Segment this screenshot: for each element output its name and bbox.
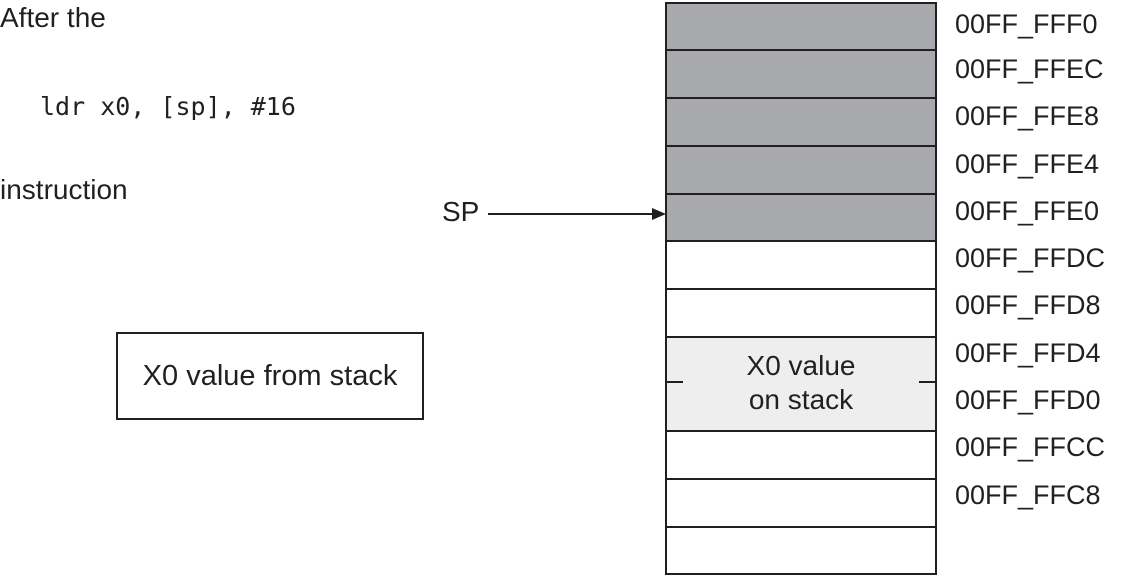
address-label: 00FF_FFE0	[955, 196, 1100, 226]
stack-cell-x0-value	[667, 338, 935, 432]
stack-cell-ffe0	[667, 195, 935, 242]
x0-register-label: X0 value from stack	[142, 359, 398, 392]
address-label: 00FF_FFF0	[955, 9, 1098, 39]
sp-label: SP	[442, 196, 480, 227]
value-tick-left	[667, 381, 683, 383]
sp-arrow	[488, 208, 666, 220]
address-label: 00FF_FFDC	[955, 243, 1106, 273]
stack-cell-ffc8	[667, 480, 935, 528]
stack-cell-ffe4	[667, 147, 935, 195]
address-label: 00FF_FFC8	[955, 480, 1101, 510]
caption-instruction: instruction	[0, 174, 128, 205]
stack-value-label-line1: X0 value	[746, 350, 856, 381]
caption-after-the: After the	[0, 2, 106, 33]
stack-cell-ffec	[667, 51, 935, 99]
stack-cell-ffd8	[667, 290, 935, 338]
x0-register-box: X0 value from stack	[116, 332, 424, 420]
address-label: 00FF_FFCC	[955, 432, 1106, 462]
value-tick-right	[919, 381, 935, 383]
instruction-code: ldr x0, [sp], #16	[40, 92, 296, 121]
address-label: 00FF_FFE4	[955, 149, 1100, 179]
stack-memory	[665, 2, 937, 575]
stack-cell-ffcc	[667, 432, 935, 480]
address-label: 00FF_FFD0	[955, 385, 1101, 415]
address-label: 00FF_FFD8	[955, 290, 1101, 320]
address-label: 00FF_FFEC	[955, 54, 1104, 84]
stack-value-label-line2: on stack	[748, 384, 854, 415]
stack-value-label: X0 value on stack	[667, 338, 935, 428]
stack-cell-ffe8	[667, 99, 935, 147]
stack-cell-bottom	[667, 528, 935, 573]
sp-arrow-head	[652, 208, 666, 220]
stack-cell-fff0	[667, 4, 935, 51]
address-label: 00FF_FFD4	[955, 338, 1101, 368]
stack-cell-ffdc	[667, 242, 935, 290]
address-label: 00FF_FFE8	[955, 101, 1100, 131]
